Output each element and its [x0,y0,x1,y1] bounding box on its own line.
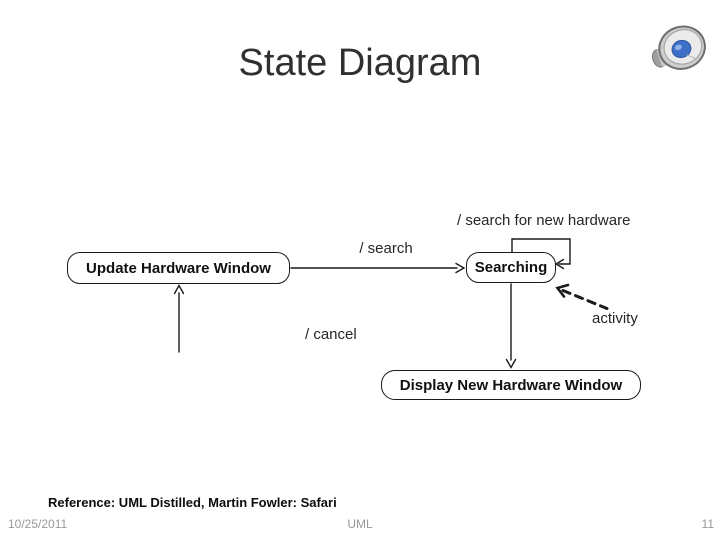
state-label: Display New Hardware Window [399,376,623,394]
transition-label-search-for-new-hardware: / search for new hardware [457,212,631,229]
state-label: Update Hardware Window [86,259,271,277]
reference-text: Reference: UML Distilled, Martin Fowler:… [48,495,337,510]
state-display-new-hardware-window: Display New Hardware Window [381,370,641,400]
transition-cancel-arrow [173,284,185,353]
speaker-icon-graphic [651,25,706,70]
transition-label-search: / search [359,240,413,257]
state-label: Searching [474,259,548,276]
state-searching: Searching [466,252,556,283]
state-update-hardware-window: Update Hardware Window [67,252,290,284]
activity-dashed-arrow [555,283,609,310]
annotation-label-activity: activity [592,310,638,327]
page-title: State Diagram [238,42,482,84]
transition-display-arrow [505,283,517,369]
speaker-icon[interactable] [648,18,708,78]
self-transition-loop [511,238,571,270]
transition-label-cancel: / cancel [305,326,357,343]
footer-course-name: UML [347,517,373,531]
footer-date: 10/25/2011 [8,517,68,531]
slide-page-number: 11 [701,517,714,531]
transition-search-arrow [290,262,466,274]
